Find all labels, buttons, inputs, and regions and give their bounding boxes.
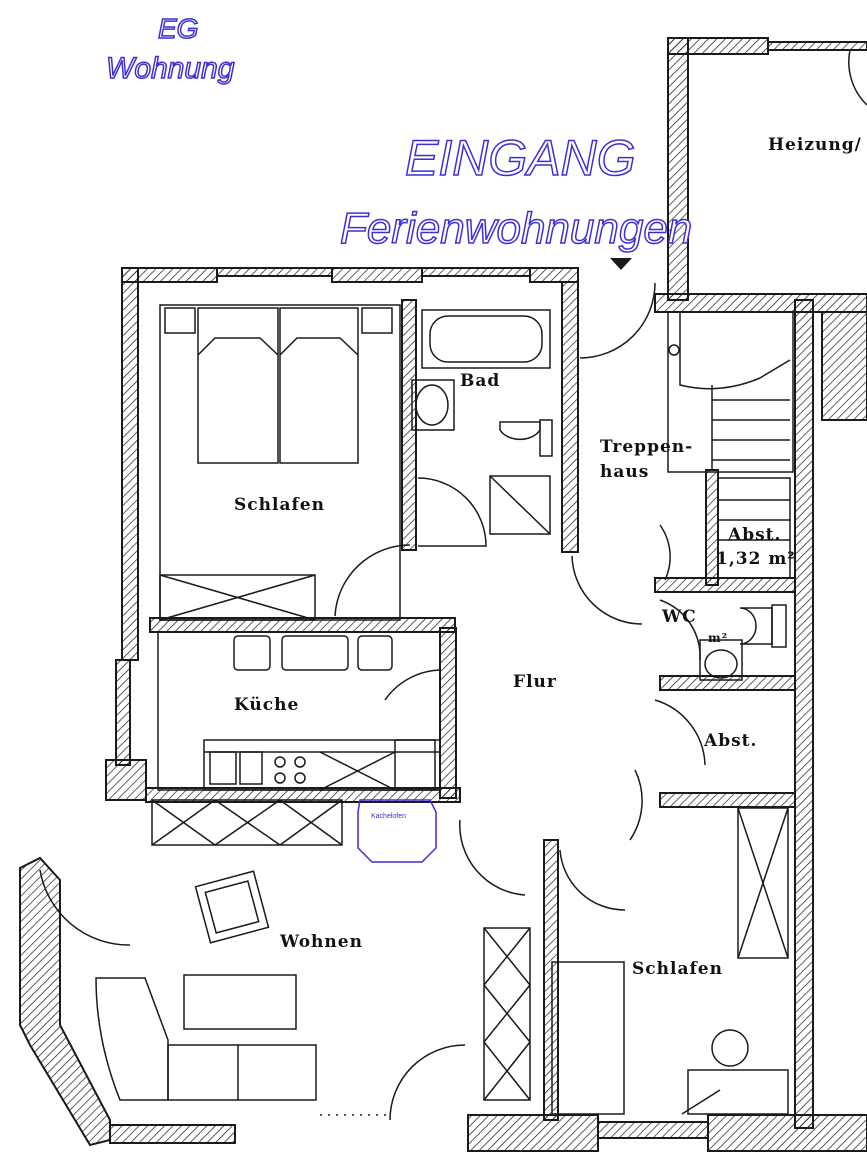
room-label-wc: WC: [661, 607, 697, 627]
room-label-treppenhaus-2: haus: [600, 462, 649, 482]
entrance-title-line1: EINGANG: [405, 130, 636, 186]
room-label-wohnen: Wohnen: [279, 932, 363, 952]
entrance-door: [579, 258, 656, 359]
room-label-wc-area: m²: [708, 631, 728, 645]
staircase: [667, 311, 794, 579]
kachelofen: [357, 799, 437, 863]
room-label-bad: Bad: [460, 371, 500, 391]
room-label-schlafen-bottom: Schlafen: [632, 959, 723, 979]
level-title-line1: EG: [158, 13, 198, 44]
kitchen-furniture: [157, 631, 441, 791]
heizung-door-arc: [848, 49, 867, 106]
room-label-abst: Abst.: [703, 731, 757, 751]
level-title-line2: Wohnung: [106, 52, 235, 85]
room-label-schlafen-top: Schlafen: [234, 495, 325, 515]
entrance-arrow-icon: [610, 258, 632, 270]
bathroom-fixtures: [411, 309, 553, 547]
room-label-treppenhaus-1: Treppen-: [600, 437, 693, 457]
room-label-abst-small-1: Abst.: [727, 525, 781, 545]
room-label-kachelofen: Kachelofen: [371, 813, 406, 820]
outer-walls: [19, 37, 867, 1152]
room-label-heizung: Heizung/: [768, 135, 862, 155]
living-cabinets: [151, 799, 437, 863]
bedroom-top-furniture: [159, 304, 401, 621]
room-label-kueche: Küche: [234, 695, 299, 715]
hall-doors: [334, 524, 706, 911]
room-label-flur: Flur: [513, 672, 557, 692]
room-label-abst-small-2: 1,32 m²: [716, 549, 796, 569]
living-furniture: [39, 869, 466, 1121]
entrance-title-line2: Ferienwohnungen: [340, 204, 692, 253]
wc-fixtures: [659, 599, 787, 681]
bedroom-bottom-furniture: [483, 807, 789, 1115]
